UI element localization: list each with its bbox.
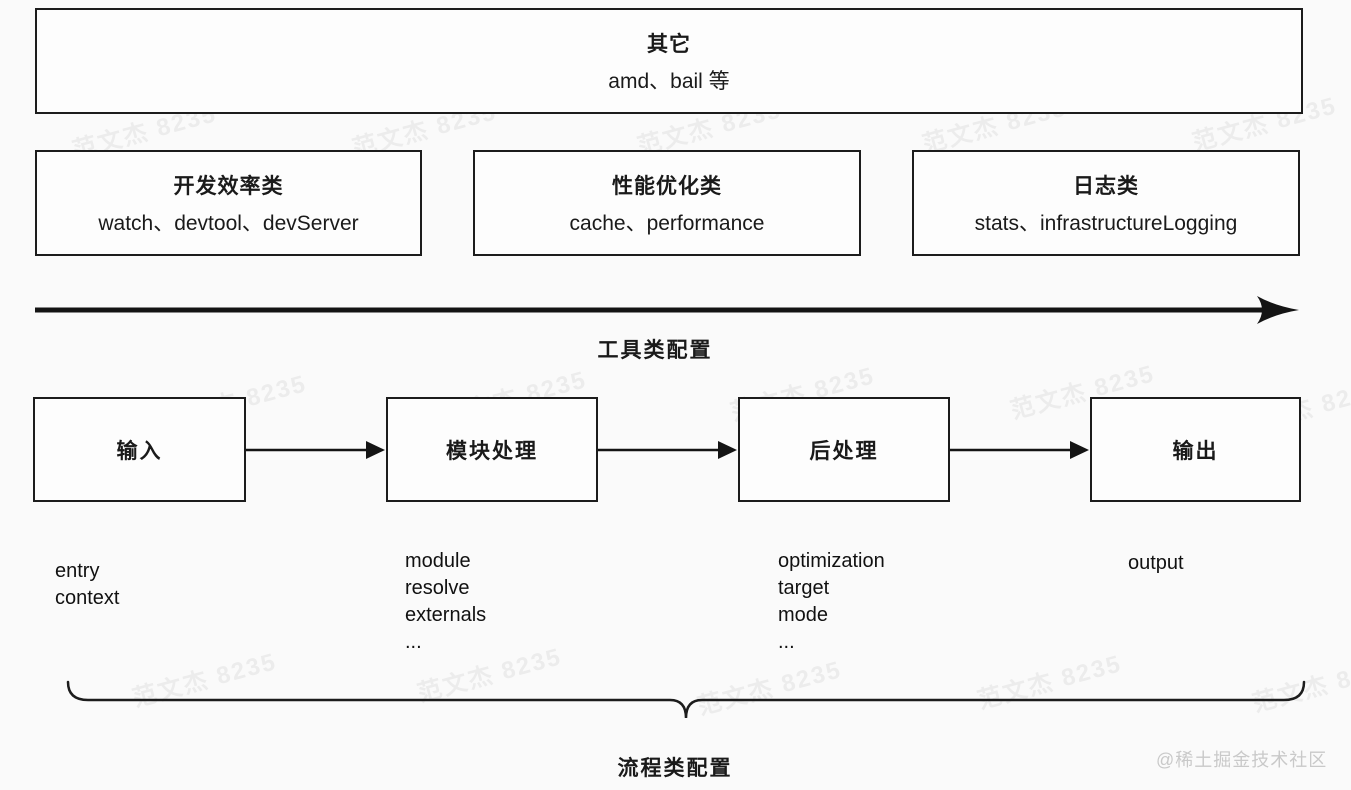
logging-box: 日志类 stats、infrastructureLogging <box>912 150 1300 256</box>
connector-arrow-1 <box>246 441 385 459</box>
dev-efficiency-options: watch、devtool、devServer <box>98 211 359 235</box>
list-item: resolve <box>405 577 470 599</box>
post-options-list: optimization target mode ... <box>778 548 885 656</box>
performance-title: 性能优化类 <box>612 174 722 198</box>
other-config-title: 其它 <box>647 32 691 56</box>
flow-box-post-label: 后处理 <box>809 439 879 463</box>
list-item: module <box>405 550 471 572</box>
other-config-options: amd、bail 等 <box>608 69 730 93</box>
list-item: mode <box>778 604 829 626</box>
performance-options: cache、performance <box>569 211 765 235</box>
list-item: target <box>778 577 830 599</box>
flow-box-input-label: 输入 <box>116 439 163 463</box>
flow-config-label: 流程类配置 <box>617 757 733 780</box>
list-item: entry <box>55 560 100 582</box>
logging-options: stats、infrastructureLogging <box>974 211 1238 235</box>
other-config-box: 其它 amd、bail 等 <box>35 8 1303 114</box>
performance-box: 性能优化类 cache、performance <box>473 150 861 256</box>
input-options-list: entry context <box>55 558 119 612</box>
flow-config-brace <box>66 680 1306 719</box>
juejin-credit: @稀土掘金技术社区 <box>1156 750 1328 770</box>
list-item: output <box>1128 552 1184 574</box>
flow-box-output: 输出 <box>1090 397 1301 502</box>
output-options-list: output <box>1128 550 1184 577</box>
connector-arrow-3 <box>950 441 1089 459</box>
logging-title: 日志类 <box>1073 174 1139 198</box>
dev-efficiency-box: 开发效率类 watch、devtool、devServer <box>35 150 422 256</box>
module-options-list: module resolve externals ... <box>405 548 486 656</box>
flow-box-output-label: 输出 <box>1172 439 1219 463</box>
tool-config-label: 工具类配置 <box>597 339 713 362</box>
flow-box-post: 后处理 <box>738 397 950 502</box>
list-item: ... <box>405 631 422 653</box>
list-item: ... <box>778 631 795 653</box>
tool-config-arrow <box>35 296 1299 324</box>
flow-box-module: 模块处理 <box>386 397 598 502</box>
connector-arrow-2 <box>598 441 737 459</box>
flow-box-input: 输入 <box>33 397 246 502</box>
list-item: externals <box>405 604 487 626</box>
list-item: optimization <box>778 550 885 572</box>
list-item: context <box>55 587 120 609</box>
dev-efficiency-title: 开发效率类 <box>173 174 284 198</box>
flow-box-module-label: 模块处理 <box>446 439 538 463</box>
